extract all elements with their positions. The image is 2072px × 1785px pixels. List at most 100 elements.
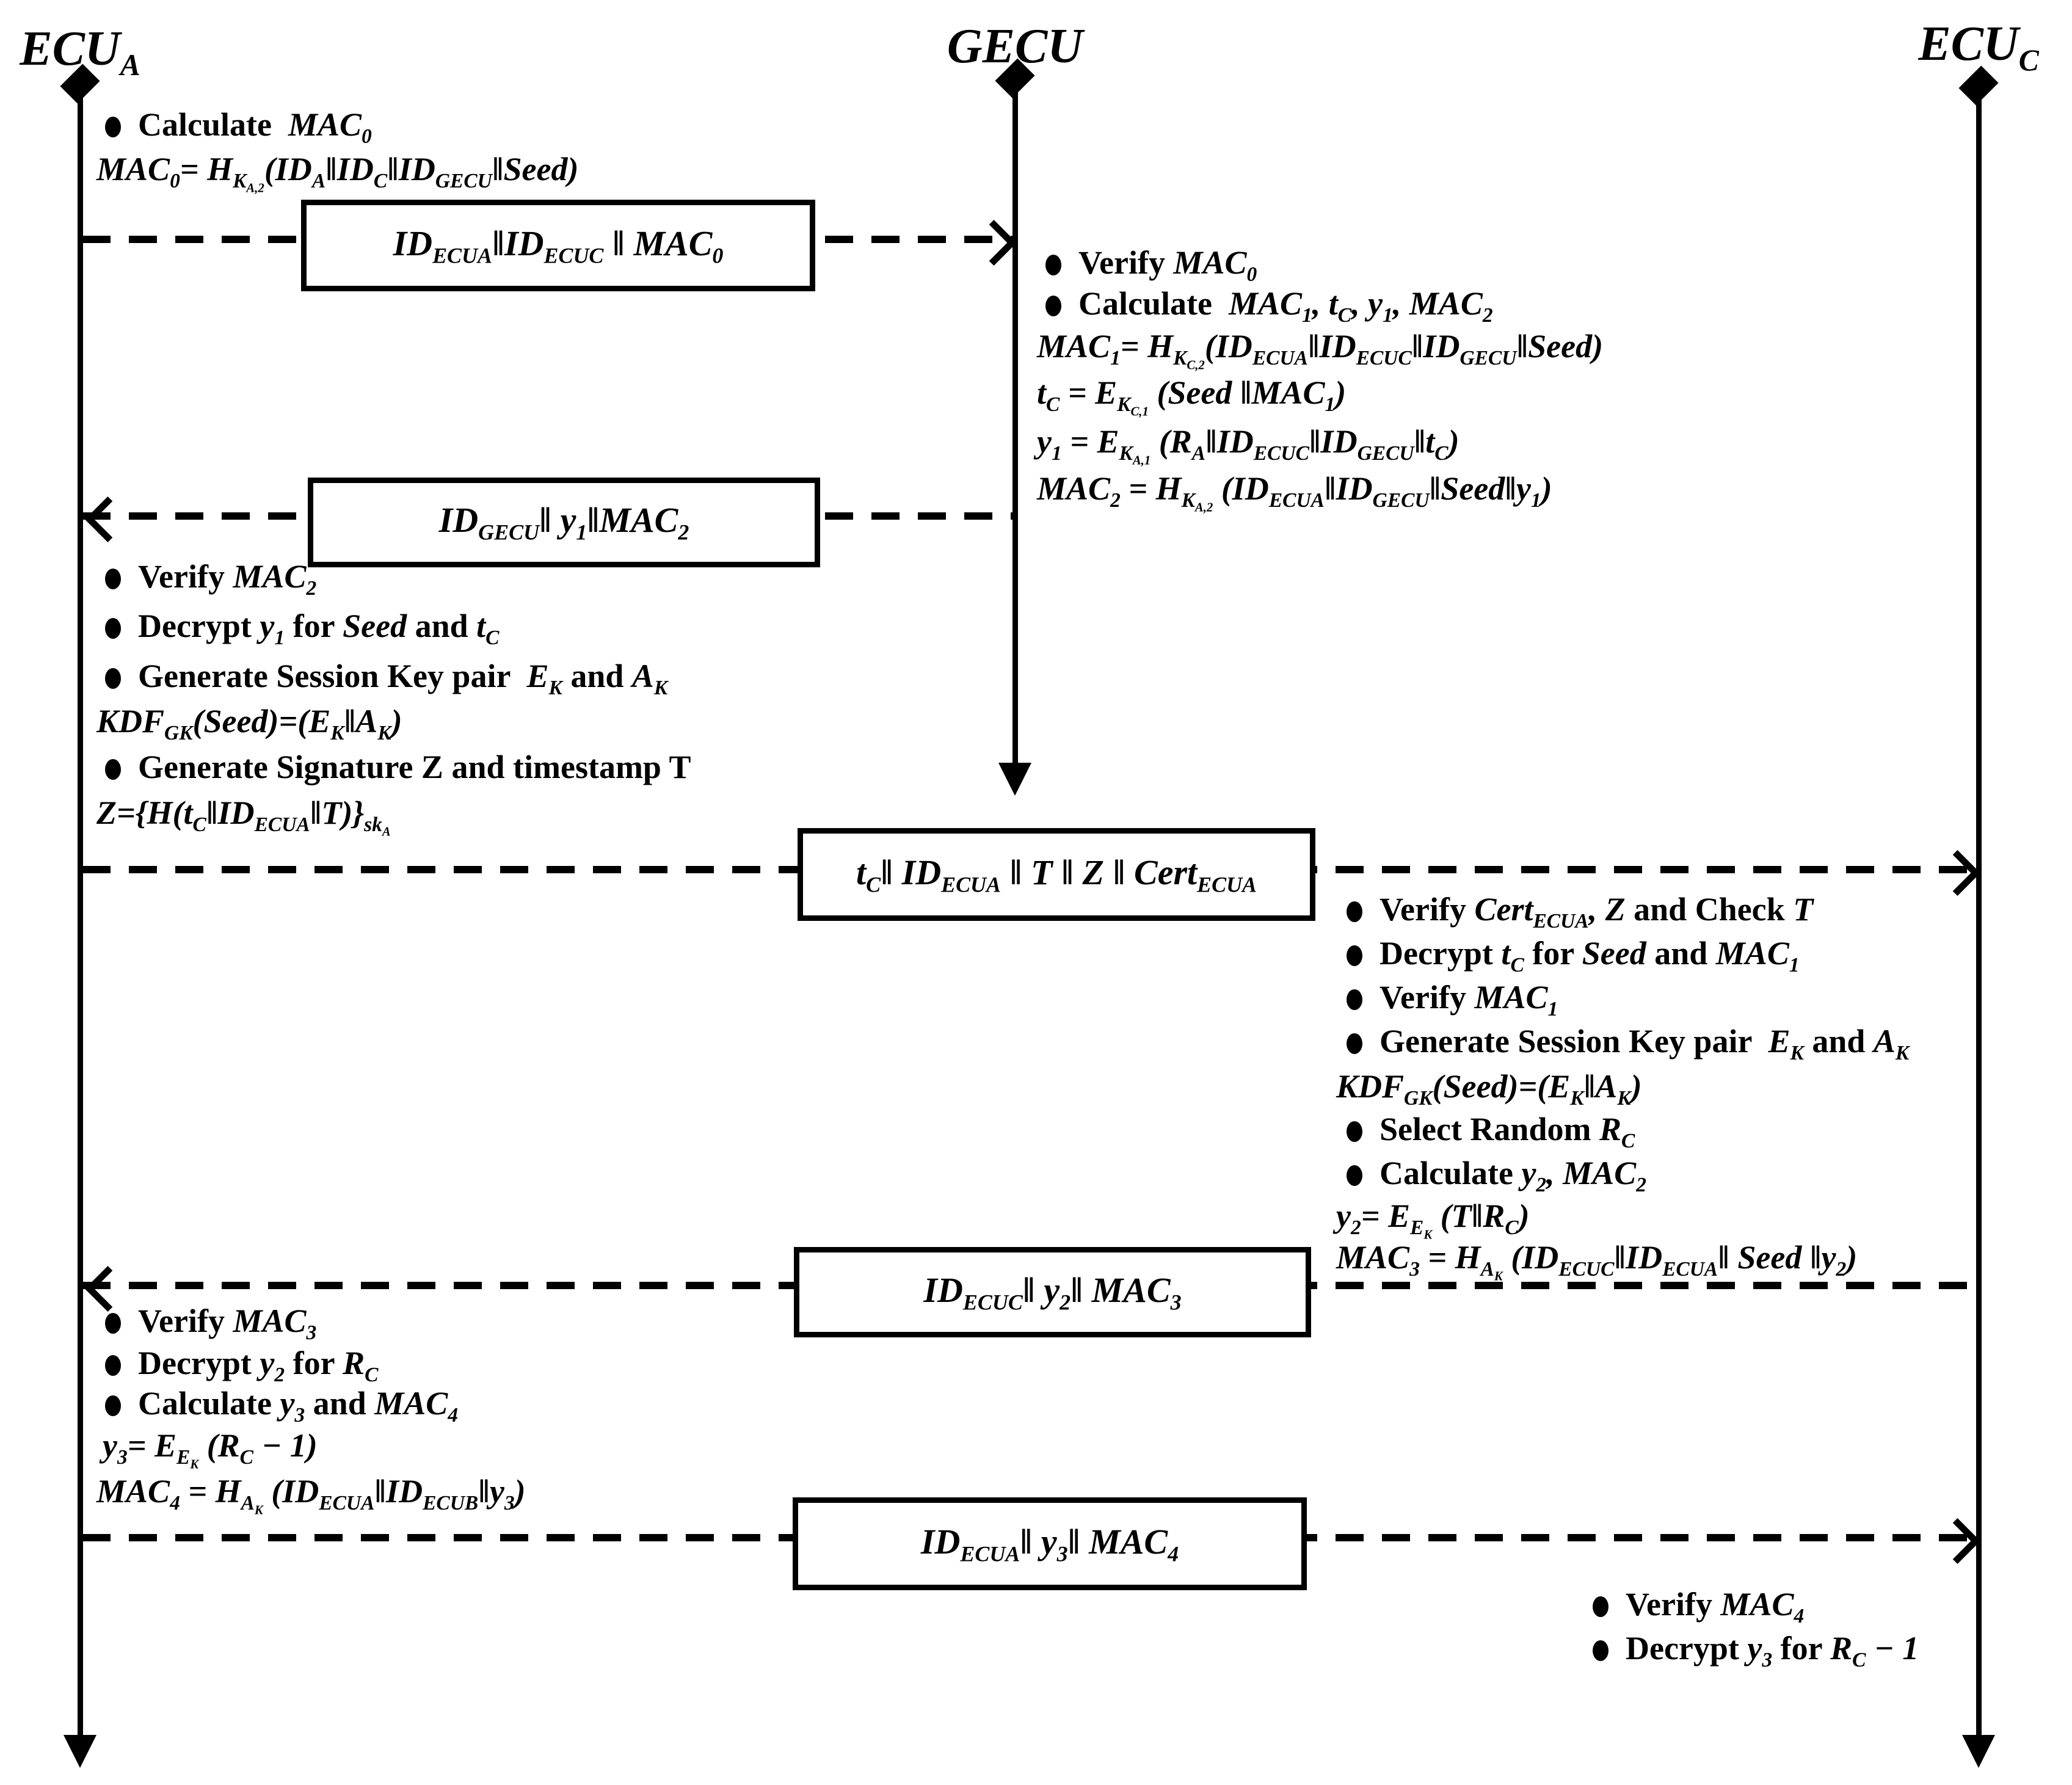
gecu-step-line: MAC1= HKC,2(IDECUA‖IDECUC‖IDGECU‖Seed) (1037, 330, 1603, 372)
ecua-step2-line: Z={H(tC‖IDECUA‖T)}skA (96, 796, 391, 838)
step-text: Calculate y2, MAC2 (1380, 1155, 1646, 1196)
message-label: tC‖ IDECUA ‖ T ‖ Z ‖ CertECUA (856, 852, 1257, 897)
ecuc-step1-line: KDFGK(Seed)=(EK‖AK) (1336, 1070, 1642, 1108)
gecu-step-line: y1 = EKA,1 (RA‖IDECUC‖IDGECU‖tC) (1037, 425, 1459, 467)
arrow-right-icon (971, 220, 1017, 266)
step-text: Calculate MAC1, tC, y1, MAC2 (1078, 285, 1493, 327)
ecua-step2-line: KDFGK(Seed)=(EK‖AK) (96, 705, 402, 743)
ecuc-step1-line: Calculate y2, MAC2 (1347, 1157, 1646, 1195)
step-text: MAC4 = HAK (IDECUA‖IDECUB‖y3) (96, 1473, 526, 1518)
bullet-icon (1347, 989, 1362, 1010)
ecuc-step1-line: Select Random RC (1347, 1113, 1635, 1151)
step-text: Generate Session Key pair EK and AK (138, 658, 668, 699)
ecua-step3-line: y3= EEK (RC − 1) (103, 1429, 318, 1471)
step-text: MAC3 = HAK (IDECUC‖IDECUA‖ Seed ‖y2) (1336, 1239, 1858, 1284)
step-text: Verify MAC2 (138, 558, 317, 600)
arrow-down-icon (64, 1735, 96, 1768)
step-text: Verify MAC0 (1078, 244, 1257, 286)
ecuc-step1-line: Decrypt tC for Seed and MAC1 (1347, 937, 1800, 975)
step-text: Decrypt y3 for RC − 1 (1626, 1630, 1919, 1671)
step-text: Decrypt y1 for Seed and tC (138, 608, 500, 649)
gecu-step-line: tC = EKC,1 (Seed ‖MAC1) (1037, 376, 1346, 418)
bullet-icon (105, 1313, 121, 1334)
step-text: Verify MAC4 (1626, 1586, 1805, 1627)
bullet-icon (105, 1395, 121, 1416)
gecu-step-line: Calculate MAC1, tC, y1, MAC2 (1045, 287, 1493, 325)
step-text: y2= EEK (T‖RC) (1336, 1198, 1530, 1242)
step-text: MAC0= HKA,2(IDA‖IDC‖IDGECU‖Seed) (96, 151, 579, 195)
step-text: Decrypt y2 for RC (138, 1345, 379, 1386)
bullet-icon (1045, 255, 1061, 275)
bullet-icon (1347, 1033, 1362, 1054)
bullet-icon (1593, 1640, 1609, 1661)
bullet-icon (1347, 945, 1362, 966)
bullet-icon (1347, 1165, 1362, 1186)
message-label: IDECUC‖ y2‖ MAC3 (923, 1270, 1182, 1315)
ecua-step2-line: Generate Signature Z and timestamp T (105, 751, 691, 783)
bullet-icon (1347, 1121, 1362, 1142)
gecu-step-line: MAC2 = HKA,2 (IDECUA‖IDGECU‖Seed‖y1) (1037, 472, 1552, 514)
bullet-icon (105, 668, 121, 689)
lifeline-ecuc (1976, 95, 1982, 1742)
ecua-step3-line: Decrypt y2 for RC (105, 1347, 378, 1385)
arrow-down-icon (1962, 1735, 1995, 1768)
lifeline-gecu (1012, 87, 1018, 765)
ecuc-step1-line: y2= EEK (T‖RC) (1336, 1199, 1530, 1242)
lifeline-ecua (78, 93, 83, 1742)
bullet-icon (105, 569, 121, 589)
step-text: Generate Signature Z and timestamp T (138, 749, 691, 785)
bullet-icon (105, 759, 121, 780)
step-text: MAC2 = HKA,2 (IDECUA‖IDGECU‖Seed‖y1) (1037, 470, 1552, 515)
step-text: Verify MAC1 (1380, 979, 1558, 1020)
gecu-step-line: Verify MAC0 (1045, 246, 1257, 285)
ecuc-step1-line: MAC3 = HAK (IDECUC‖IDECUA‖ Seed ‖y2) (1336, 1241, 1857, 1283)
bullet-icon (1347, 901, 1362, 922)
bullet-icon (105, 1355, 121, 1376)
step-text: Z={H(tC‖IDECUA‖T)}skA (96, 794, 391, 839)
step-text: MAC1= HKC,2(IDECUA‖IDECUC‖IDGECU‖Seed) (1037, 328, 1604, 373)
ecua-step3-line: Calculate y3 and MAC4 (105, 1387, 458, 1425)
message-box-3: tC‖ IDECUA ‖ T ‖ Z ‖ CertECUA (798, 828, 1315, 921)
ecua-step2-line: Generate Session Key pair EK and AK (105, 660, 667, 698)
arrow-right-icon (1935, 1518, 1980, 1564)
ecua-step2-line: Decrypt y1 for Seed and tC (105, 609, 500, 648)
ecua-step2-line: Verify MAC2 (105, 560, 316, 598)
bullet-icon (1593, 1596, 1609, 1617)
step-text: KDFGK(Seed)=(EK‖AK) (1336, 1068, 1642, 1110)
ecuc-step1-line: Verify CertECUA, Z and Check T (1347, 893, 1813, 931)
ecuc-step1-line: Verify MAC1 (1347, 981, 1558, 1019)
bullet-icon (105, 618, 121, 639)
bullet-icon (1045, 296, 1061, 316)
message-label: IDECUA‖IDECUC ‖ MAC0 (393, 223, 724, 268)
ecuc-step2-line: Decrypt y3 for RC − 1 (1593, 1632, 1919, 1670)
ecuc-step1-line: Generate Session Key pair EK and AK (1347, 1025, 1909, 1063)
message-label: IDGECU‖ y1‖MAC2 (438, 500, 689, 545)
participant-label-ecua: ECUA (20, 22, 140, 82)
bullet-icon (105, 117, 121, 137)
participant-label-ecuc: ECUC (1918, 17, 2039, 77)
message-box-4: IDECUC‖ y2‖ MAC3 (794, 1247, 1311, 1337)
message-box-1: IDECUA‖IDECUC ‖ MAC0 (301, 200, 815, 291)
step-text: Select Random RC (1380, 1111, 1635, 1152)
step-text: Decrypt tC for Seed and MAC1 (1380, 935, 1800, 976)
step-text: KDFGK(Seed)=(EK‖AK) (96, 703, 402, 744)
ecua-step3-line: MAC4 = HAK (IDECUA‖IDECUB‖y3) (96, 1475, 526, 1517)
step-text: Generate Session Key pair EK and AK (1380, 1023, 1910, 1064)
ecuc-step2-line: Verify MAC4 (1593, 1588, 1804, 1626)
message-box-5: IDECUA‖ y3‖ MAC4 (793, 1497, 1307, 1590)
arrow-left-icon (85, 496, 131, 542)
arrow-down-icon (998, 763, 1031, 796)
step-text: Calculate y3 and MAC4 (138, 1385, 459, 1427)
ecua-step3-line: Verify MAC3 (105, 1304, 316, 1343)
arrow-right-icon (1935, 850, 1980, 896)
step-text: y3= EEK (RC − 1) (103, 1427, 318, 1472)
message-box-2: IDGECU‖ y1‖MAC2 (308, 478, 820, 567)
step-text: Verify MAC3 (138, 1303, 317, 1344)
step-text: Calculate MAC0 (138, 106, 372, 148)
message-label: IDECUA‖ y3‖ MAC4 (920, 1521, 1179, 1566)
step-text: y1 = EKA,1 (RA‖IDECUC‖IDGECU‖tC) (1037, 423, 1459, 468)
ecua-step1-line: Calculate MAC0 (105, 108, 372, 147)
ecua-step1-line: MAC0= HKA,2(IDA‖IDC‖IDGECU‖Seed) (96, 153, 578, 195)
step-text: tC = EKC,1 (Seed ‖MAC1) (1037, 374, 1347, 419)
